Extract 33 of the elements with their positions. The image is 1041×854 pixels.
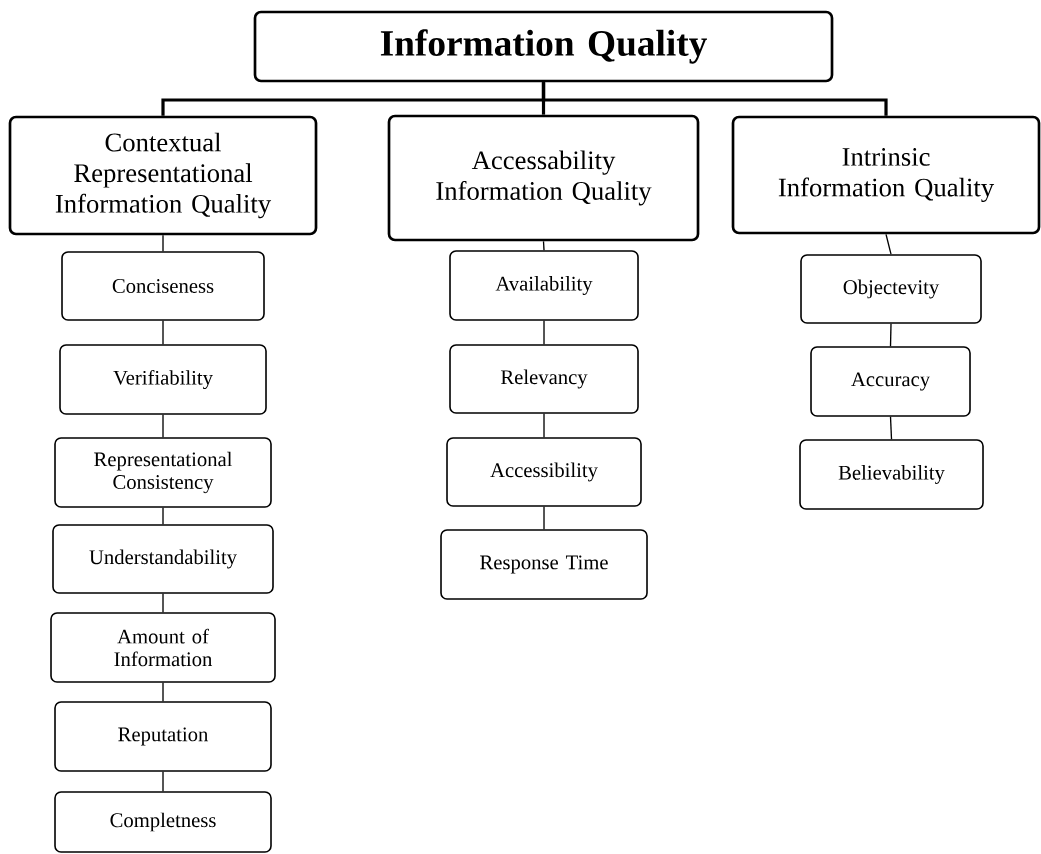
item-box: Relevancy	[449, 344, 639, 414]
item-box: Understandability	[52, 524, 274, 594]
connector-line	[162, 771, 164, 792]
item-box: Amount of Information	[50, 612, 276, 683]
connector-line	[542, 240, 545, 251]
item-box: Verifiability	[59, 344, 267, 415]
connector-line	[885, 233, 892, 255]
item-box: Accuracy	[810, 346, 971, 417]
item-box: Response Time	[440, 529, 648, 600]
item-box: Objectevity	[800, 254, 982, 324]
item-box: Completness	[54, 791, 272, 853]
item-box: Believability	[799, 439, 984, 510]
connector-line	[889, 416, 893, 440]
title-box: Information Quality	[253, 10, 834, 83]
connector-line	[162, 414, 164, 438]
connector-line	[162, 682, 164, 702]
connector-line	[889, 323, 892, 347]
category-box: Accessability Information Quality	[387, 114, 700, 242]
connector-line	[162, 234, 164, 252]
connector-line	[543, 413, 545, 438]
connector-line	[162, 593, 164, 613]
item-box: Availability	[449, 250, 639, 321]
item-box: Accessibility	[446, 437, 642, 507]
item-box: Reputation	[54, 701, 272, 772]
connector-line	[162, 507, 164, 525]
connector-line	[541, 82, 888, 116]
item-box: Conciseness	[61, 251, 265, 321]
category-box: Intrinsic Information Quality	[731, 115, 1041, 235]
connector-line	[543, 506, 545, 530]
connector-line	[162, 320, 164, 345]
item-box: Representational Consistency	[54, 437, 272, 508]
connector-line	[543, 320, 545, 345]
category-box: Contextual Representational Information Quality	[8, 115, 318, 236]
